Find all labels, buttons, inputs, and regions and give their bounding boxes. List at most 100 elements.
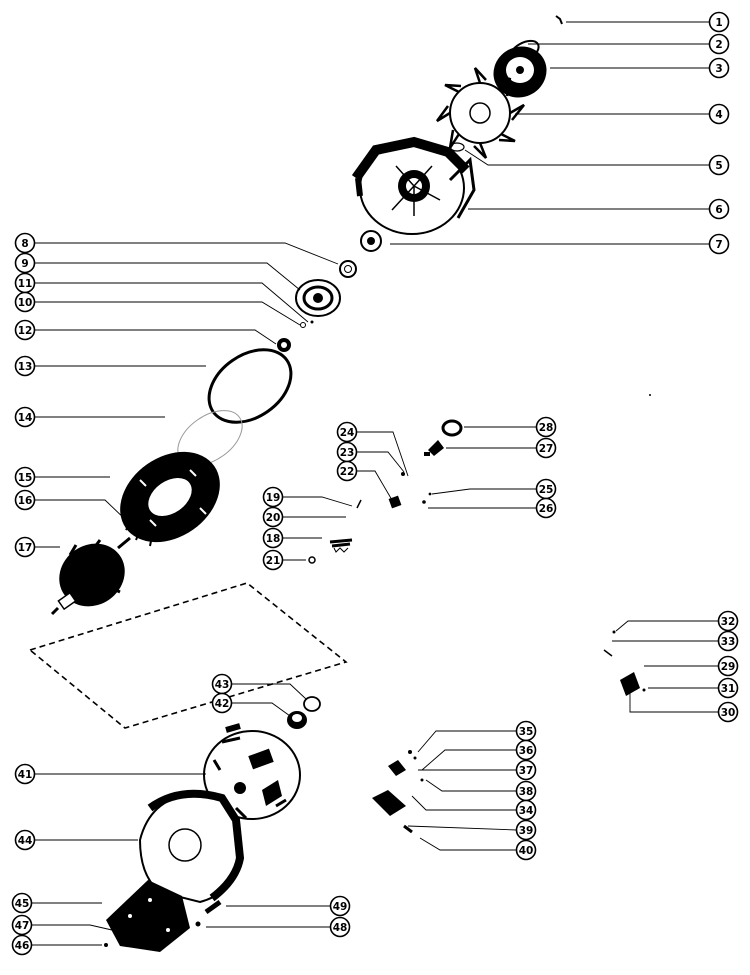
callout-circle [708, 233, 730, 255]
callout-47: 47 [11, 914, 33, 936]
leader-line-35 [417, 730, 517, 753]
callout-circle [262, 549, 284, 571]
callout-number: 13 [18, 361, 33, 373]
callout-34: 34 [515, 799, 537, 821]
callout-circle [717, 677, 739, 699]
callout-number: 39 [519, 825, 534, 837]
plate-screw [104, 943, 108, 947]
drive-end-frame [351, 136, 476, 235]
callout-number: 25 [539, 484, 554, 496]
rectifier-bridge [603, 630, 646, 696]
callout-32: 32 [717, 610, 739, 632]
front-bearing [295, 279, 341, 317]
callout-number: 1 [715, 17, 722, 29]
cover [138, 789, 245, 904]
callout-number: 49 [333, 901, 348, 913]
slinger [277, 338, 291, 352]
brush-set [329, 538, 353, 553]
callout-circle [717, 630, 739, 652]
o-ring-small [303, 696, 321, 712]
leader-line-9 [34, 262, 301, 291]
callout-circle [14, 355, 36, 377]
leader-line-8 [34, 242, 339, 265]
stator [120, 451, 220, 543]
callout-circle [14, 252, 36, 274]
leader-lines [31, 21, 719, 946]
callout-number: 6 [715, 204, 722, 216]
callout-number: 34 [519, 805, 534, 817]
callout-number: 40 [519, 845, 534, 857]
callout-circle [14, 232, 36, 254]
brush-holder [356, 499, 362, 509]
callout-number: 47 [15, 920, 30, 932]
callout-5: 5 [708, 154, 730, 176]
callout-35: 35 [515, 720, 537, 742]
callout-number: 46 [15, 940, 30, 952]
stator-leads [125, 519, 153, 547]
callout-number: 2 [715, 39, 722, 51]
callout-2: 2 [708, 33, 730, 55]
callout-40: 40 [515, 839, 537, 861]
callout-number: 37 [519, 765, 534, 777]
callout-41: 41 [14, 763, 36, 785]
leader-line-5 [464, 149, 710, 166]
callout-number: 21 [266, 555, 281, 567]
callout-circle [11, 934, 33, 956]
callout-49: 49 [329, 895, 351, 917]
leader-line-19 [282, 496, 353, 507]
callout-8: 8 [14, 232, 36, 254]
callout-circle [717, 655, 739, 677]
callout-circle [535, 437, 557, 459]
callout-circle [262, 506, 284, 528]
leader-line-40 [419, 837, 517, 851]
callout-circle [515, 799, 537, 821]
callout-circle [535, 497, 557, 519]
leader-line-47 [31, 924, 113, 931]
leader-line-10 [34, 301, 301, 326]
callout-45: 45 [11, 892, 33, 914]
screw [310, 320, 314, 324]
callout-circle [14, 829, 36, 851]
callout-number: 10 [18, 297, 33, 309]
slip-ring-end-frame [203, 723, 301, 820]
callout-11: 11 [14, 272, 36, 294]
callout-46: 46 [11, 934, 33, 956]
terminal-bolt [195, 899, 222, 927]
callout-circle [14, 291, 36, 313]
callout-number: 48 [333, 922, 348, 934]
callout-number: 24 [340, 427, 355, 439]
callout-circle [708, 198, 730, 220]
callout-number: 11 [18, 278, 33, 290]
callout-number: 9 [21, 258, 28, 270]
callout-12: 12 [14, 319, 36, 341]
leader-line-24 [356, 431, 409, 477]
diode-trio [388, 750, 417, 776]
cover-plate [106, 880, 190, 952]
callout-number: 38 [519, 786, 534, 798]
rotor [50, 536, 131, 616]
leader-line-12 [34, 329, 277, 345]
collar [339, 260, 357, 278]
callout-circle [717, 701, 739, 723]
callout-circle [535, 416, 557, 438]
callout-circle [336, 460, 358, 482]
callout-number: 35 [519, 726, 534, 738]
callout-circle [262, 486, 284, 508]
plate-washer [113, 930, 119, 936]
callout-48: 48 [329, 916, 351, 938]
callout-25: 25 [535, 478, 557, 500]
leader-line-42 [231, 702, 291, 717]
callout-19: 19 [262, 486, 284, 508]
leader-line-11 [34, 282, 309, 323]
seal-ring [441, 419, 463, 437]
callout-number: 23 [340, 447, 355, 459]
callout-circle [708, 57, 730, 79]
callout-circle [14, 489, 36, 511]
small-washer-b [428, 492, 432, 496]
callout-circle [14, 536, 36, 558]
callout-31: 31 [717, 677, 739, 699]
leader-line-32 [615, 620, 719, 632]
leader-line-16 [34, 499, 129, 523]
callout-circle [515, 739, 537, 761]
